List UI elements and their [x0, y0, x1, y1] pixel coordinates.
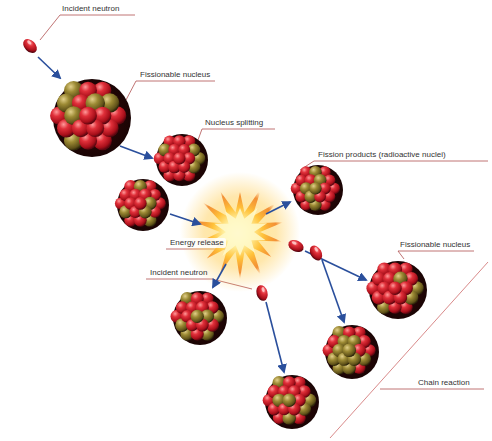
nucleus — [263, 375, 319, 429]
part-label: Nucleus splitting — [205, 118, 263, 128]
nucleus — [366, 261, 427, 319]
neutron-body — [286, 238, 305, 255]
nucleus-core — [293, 165, 343, 215]
free-neutron — [255, 284, 270, 302]
neutron-body — [20, 36, 39, 55]
burst-star — [191, 187, 284, 280]
proton — [79, 107, 97, 125]
nucleus — [170, 291, 227, 345]
nucleus — [291, 165, 343, 215]
neutron-highlight — [27, 40, 33, 46]
nucleus-core — [369, 261, 427, 319]
neutron-particle — [309, 182, 321, 194]
free-neutron — [307, 243, 325, 262]
leader-line — [398, 251, 474, 259]
part-label: Energy release — [168, 238, 226, 248]
bracket-line — [330, 262, 488, 438]
burst-core — [213, 208, 267, 257]
proton — [134, 197, 147, 210]
nucleus-core — [156, 134, 208, 186]
nucleus — [154, 134, 208, 186]
part-label: Fissionable nucleus — [140, 70, 210, 80]
leader-lines — [40, 15, 488, 389]
arrow — [170, 214, 200, 224]
part-label: Fission products (radioactive nuclei) — [318, 150, 446, 160]
neutron-highlight — [314, 247, 319, 253]
neutron-body — [255, 284, 270, 302]
nucleus — [50, 79, 131, 157]
proton — [173, 152, 185, 164]
nucleus-core — [53, 79, 131, 157]
arrow — [322, 260, 344, 322]
leader-line — [40, 15, 135, 40]
nucleus — [323, 325, 379, 379]
part-label: Incident neutron — [62, 4, 119, 14]
nucleus — [115, 179, 169, 231]
leader-line — [198, 129, 275, 140]
arrow — [213, 264, 226, 287]
free-neutron — [286, 238, 305, 255]
neutron-particle — [191, 310, 204, 323]
neutrons — [20, 36, 324, 302]
neutron-highlight — [261, 287, 265, 293]
free-neutron — [20, 36, 39, 55]
leader-line — [380, 389, 484, 390]
neutron-particle — [342, 344, 356, 358]
proton — [388, 282, 401, 295]
nuclei — [50, 79, 427, 429]
nucleus-core — [117, 179, 169, 231]
nucleus-core — [265, 375, 319, 429]
arrow — [120, 146, 152, 158]
arrow — [38, 57, 60, 78]
part-label: Chain reaction — [418, 378, 470, 388]
arrow — [266, 202, 290, 214]
neutron-body — [307, 243, 325, 262]
part-label: Fissionable nucleus — [400, 240, 470, 250]
neutron-highlight — [291, 241, 297, 246]
nucleus-core — [325, 325, 379, 379]
leader-line — [126, 81, 215, 100]
arrows — [38, 57, 366, 372]
part-label: Incident neutron — [150, 268, 207, 278]
arrow — [266, 302, 284, 372]
neutron-particle — [282, 394, 295, 407]
